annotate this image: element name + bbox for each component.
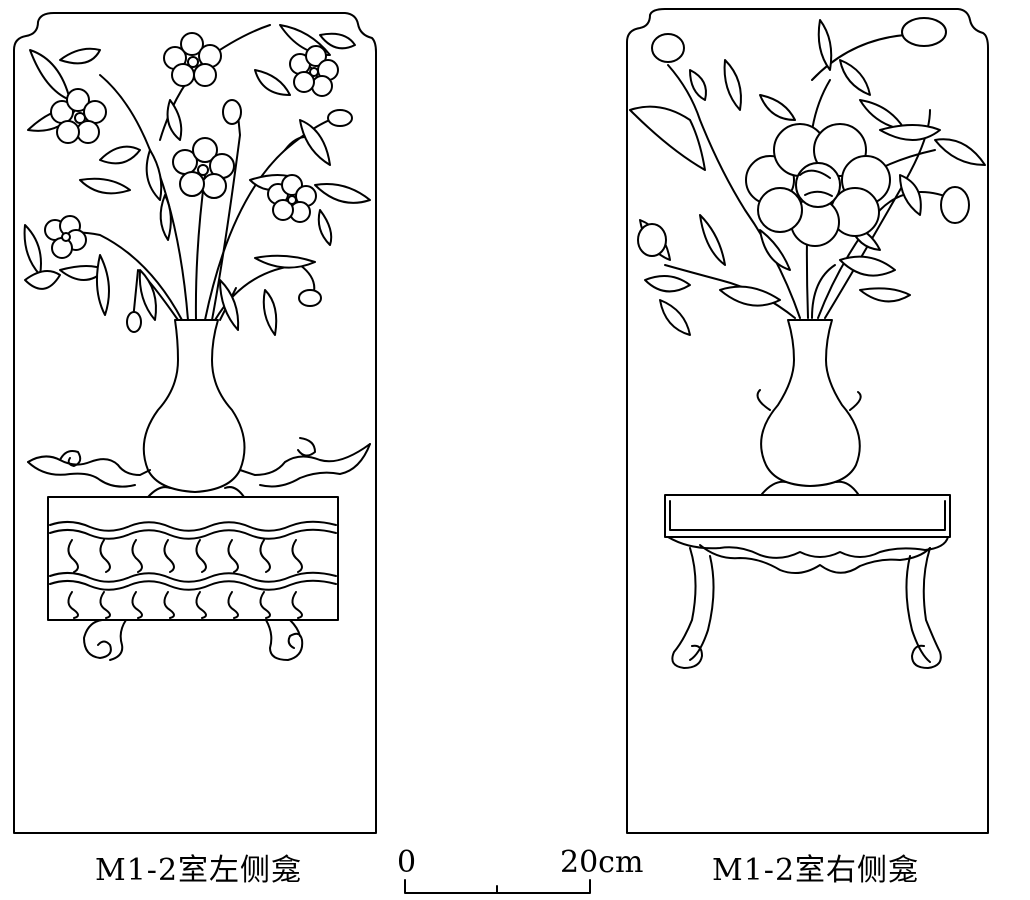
right-vase [760,319,861,487]
right-buds [637,17,970,257]
right-flower-stems [664,34,956,319]
left-vase [142,319,246,493]
left-table-foot-left [83,619,127,661]
left-flower-3 [172,137,235,199]
right-bud-2 [901,17,947,47]
right-niche-caption: M1-2室右侧龛 [712,853,920,888]
left-niche-frame [13,12,377,834]
scale-bar-start-label: 0 [397,845,417,880]
right-table [664,494,951,669]
right-niche-frame [626,8,989,834]
left-table [47,496,339,661]
right-vase-handles [756,389,862,411]
left-table-foot-right [265,619,304,661]
left-flower-2 [163,32,222,87]
right-bud-1 [651,33,685,63]
right-peony-flower [745,123,891,247]
left-bud-2 [327,109,353,127]
scale-bar [404,879,591,894]
left-bud-4 [298,289,322,307]
left-flower-4 [289,45,339,97]
left-bud-1 [222,99,242,125]
left-bud-3 [126,311,142,333]
left-table-body [47,496,339,621]
left-table-wave-motifs [67,539,303,619]
right-niche [626,8,989,834]
left-flowers [44,32,353,333]
right-table-apron [667,536,949,559]
left-niche-caption: M1-2室左侧龛 [95,853,303,888]
right-table-leg-left [671,547,715,669]
left-scrollwork [27,437,371,488]
right-bud-4 [637,223,667,257]
scale-bar-end-label: 20cm [560,845,644,880]
right-leaves [629,19,986,336]
left-flower-6 [44,215,87,259]
right-table-leg-right [905,547,942,669]
right-bud-3 [940,186,970,224]
left-vase-base [147,486,245,498]
left-flower-5 [267,174,317,223]
left-niche [13,12,377,834]
left-flower-1 [50,88,107,144]
